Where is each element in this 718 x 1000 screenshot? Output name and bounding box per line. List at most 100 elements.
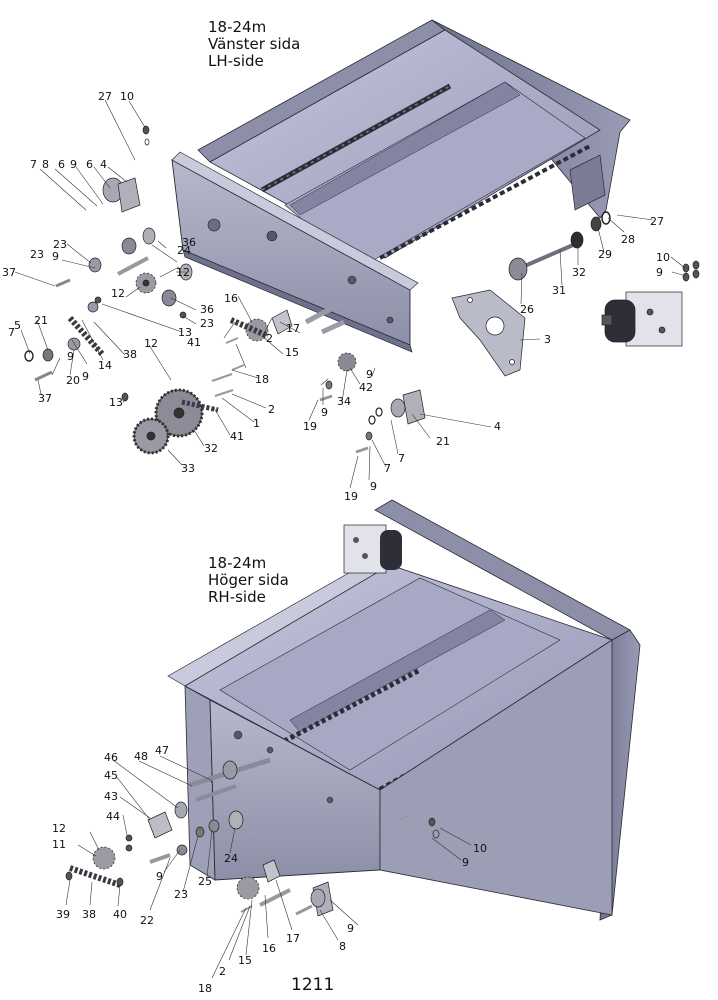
callout-lh: 4 [494, 420, 501, 433]
callout-lh: 3 [544, 333, 551, 346]
callout-rh: 16 [262, 942, 276, 955]
callout-rh: 25 [198, 875, 212, 888]
callout-lh: 12 [111, 287, 125, 300]
callout-lh: 37 [38, 392, 52, 405]
callout-rh: 39 [56, 908, 70, 921]
callout-lh: 5 [14, 319, 21, 332]
callout-lh: 34 [337, 395, 351, 408]
callout-lh: 36 [200, 303, 214, 316]
callout-lh: 12 [144, 337, 158, 350]
callout-rh: 12 [52, 822, 66, 835]
callout-lh: 32 [572, 266, 586, 279]
callout-lh: 37 [2, 266, 16, 279]
callout-lh: 9 [656, 266, 663, 279]
callout-lh: 1 [253, 417, 260, 430]
callout-lh: 9 [321, 406, 328, 419]
callout-lh: 10 [656, 251, 670, 264]
callout-lh: 21 [34, 314, 48, 327]
callout-rh: 45 [104, 769, 118, 782]
callout-rh: 2 [219, 965, 226, 978]
lh-caption-swedish: Vänster sida [208, 35, 301, 53]
callout-lh: 26 [520, 303, 534, 316]
callout-lh: 27 [98, 90, 112, 103]
callout-rh: 40 [113, 908, 127, 921]
callout-lh: 20 [66, 374, 80, 387]
callout-lh: 31 [552, 284, 566, 297]
rh-spreader-frame [167, 499, 641, 921]
callout-rh: 23 [174, 888, 188, 901]
callout-lh: 42 [359, 381, 373, 394]
callout-lh: 32 [204, 442, 218, 455]
callout-lh: 13 [109, 396, 123, 409]
callout-rh: 10 [473, 842, 487, 855]
callout-rh: 48 [134, 750, 148, 763]
callout-lh: 16 [224, 292, 238, 305]
callout-rh: 17 [286, 932, 300, 945]
rh-caption-size: 18-24m [208, 554, 267, 572]
callout-lh: 18 [255, 373, 269, 386]
callout-lh: 7 [384, 462, 391, 475]
callout-lh: 41 [187, 336, 201, 349]
callout-lh: 6 [58, 158, 65, 171]
rh-exploded-parts [65, 757, 440, 917]
callout-rh: 38 [82, 908, 96, 921]
callout-lh: 23 [53, 238, 67, 251]
callout-lh: 13 [178, 326, 192, 339]
callout-lh: 7 [30, 158, 37, 171]
rh-caption-swedish: Höger sida [208, 571, 289, 589]
callout-lh: 9 [70, 158, 77, 171]
callout-lh: 19 [344, 490, 358, 503]
lh-caption-english: LH-side [208, 52, 264, 70]
callout-lh: 23 [200, 317, 214, 330]
callout-lh: 4 [100, 158, 107, 171]
callout-rh: 43 [104, 790, 118, 803]
callout-lh: 9 [366, 368, 373, 381]
callout-lh: 9 [67, 350, 74, 363]
callout-rh: 9 [462, 856, 469, 869]
lh-caption-size: 18-24m [208, 18, 267, 36]
callout-rh: 46 [104, 751, 118, 764]
callout-lh: 36 [182, 236, 196, 249]
callout-lh: 2 [268, 403, 275, 416]
callout-rh: 44 [106, 810, 120, 823]
callout-rh: 9 [347, 922, 354, 935]
callout-lh: 15 [285, 346, 299, 359]
leader-lines [14, 99, 687, 979]
callout-rh: 47 [155, 744, 169, 757]
lh-callouts: 27 10 7 8 6 9 6 4 23 9 23 37 36 24 12 12… [2, 90, 670, 503]
callout-rh: 15 [238, 954, 252, 967]
callout-rh: 9 [156, 870, 163, 883]
callout-rh: 8 [339, 940, 346, 953]
callout-rh: 24 [224, 852, 238, 865]
callout-lh: 10 [120, 90, 134, 103]
lh-caption: 18-24m Vänster sida LH-side [208, 19, 300, 70]
callout-rh: 11 [52, 838, 66, 851]
callout-lh: 12 [176, 266, 190, 279]
callout-rh: 18 [198, 982, 212, 995]
callout-lh: 7 [8, 326, 15, 339]
callout-lh: 7 [398, 452, 405, 465]
callout-lh: 19 [303, 420, 317, 433]
callout-lh: 6 [86, 158, 93, 171]
callout-lh: 38 [123, 348, 137, 361]
rh-caption: 18-24m Höger sida RH-side [208, 555, 289, 606]
callout-lh: 8 [42, 158, 49, 171]
callout-lh: 9 [370, 480, 377, 493]
callout-lh: 24 [177, 244, 191, 257]
callout-lh: 28 [621, 233, 635, 246]
lh-exploded-parts [24, 125, 700, 455]
lh-spreader-frame [171, 19, 631, 353]
callout-lh: 23 [30, 248, 44, 261]
callout-lh: 9 [52, 250, 59, 263]
callout-lh: 14 [98, 359, 112, 372]
rh-caption-english: RH-side [208, 588, 266, 606]
callout-lh: 29 [598, 248, 612, 261]
rh-callouts: 12 11 46 45 43 44 48 47 39 38 40 22 9 23… [52, 744, 487, 995]
callout-lh: 27 [650, 215, 664, 228]
callout-lh: 21 [436, 435, 450, 448]
callout-lh: 17 [286, 322, 300, 335]
callout-lh: 41 [230, 430, 244, 443]
callout-rh: 22 [140, 914, 154, 927]
